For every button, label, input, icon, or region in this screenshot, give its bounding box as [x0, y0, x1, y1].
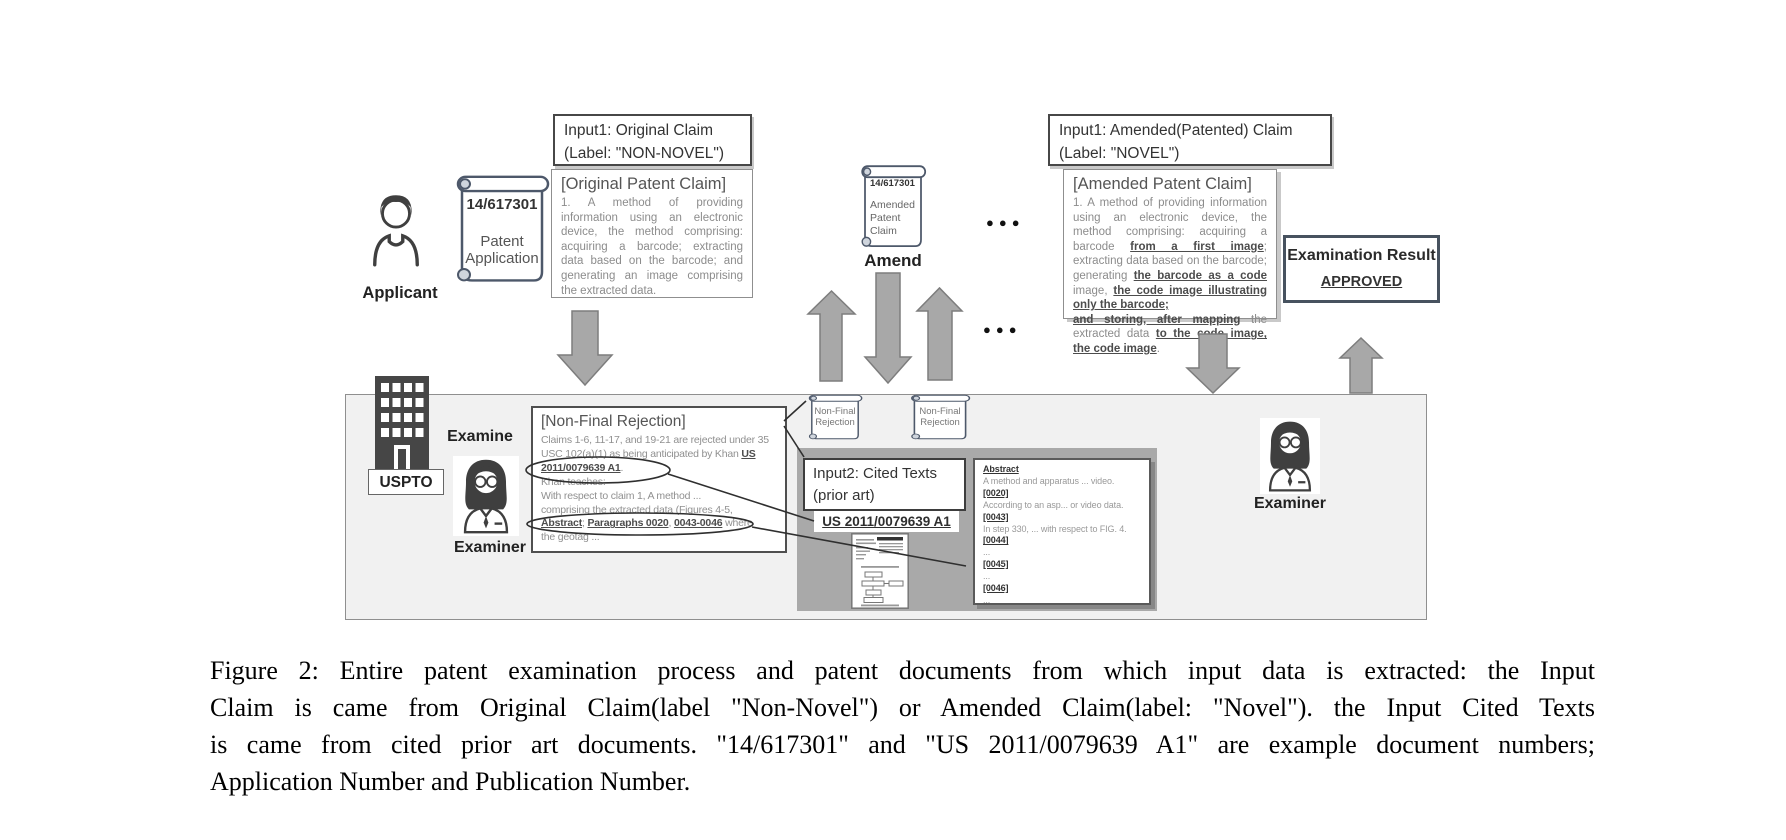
down-arrow-original-to-uspto: [558, 311, 612, 385]
rejection-scroll-icon-1: Non-Final Rejection: [806, 394, 864, 442]
rejection-scroll2-line2: Rejection: [908, 417, 972, 428]
input2-cited-texts-box: Input2: Cited Texts (prior art): [803, 458, 966, 511]
input2-title: Input2: Cited Texts: [813, 463, 956, 485]
applicant-icon: [367, 188, 425, 272]
rejection-scroll2-line1: Non-Final: [908, 406, 972, 417]
cited-document-number: US 2011/0079639 A1: [814, 511, 959, 532]
up-arrow-approved: [1340, 338, 1382, 393]
examiner-icon-left: [453, 456, 519, 536]
original-claim-body: 1. A method of providing information usi…: [561, 196, 743, 298]
input1-amended-title: Input1: Amended(Patented) Claim: [1059, 119, 1321, 142]
input1-amended-label: (Label: "NOVEL"): [1059, 142, 1321, 165]
amend-label: Amend: [858, 251, 928, 271]
patent-application-scroll-icon: 14/617301 Patent Application: [452, 174, 552, 288]
amended-claim-body: 1. A method of providing information usi…: [1073, 196, 1267, 357]
cited-texts-panel: AbstractA method and apparatus ... video…: [973, 458, 1151, 605]
patent-application-line2: Application: [452, 250, 552, 267]
rejection-scroll1-line1: Non-Final: [806, 406, 864, 417]
amended-claim-box: [Amended Patent Claim] 1. A method of pr…: [1063, 169, 1277, 319]
non-final-rejection-box: [Non-Final Rejection] Claims 1-6, 11-17,…: [531, 406, 787, 553]
caption-line-3: is came from cited prior art documents. …: [210, 726, 1595, 763]
ellipsis-dots-bottom: ●●●: [983, 322, 1022, 337]
applicant-label: Applicant: [345, 284, 455, 303]
amend-scroll-line3: Claim: [870, 225, 928, 238]
prior-art-document-thumbnail: [851, 533, 909, 609]
examiner-icon-right: [1260, 418, 1320, 494]
input1-amended-box: Input1: Amended(Patented) Claim (Label: …: [1048, 114, 1332, 166]
input1-original-box: Input1: Original Claim (Label: "NON-NOVE…: [553, 114, 752, 166]
amended-claim-scroll-icon: 14/617301 Amended Patent Claim: [858, 164, 928, 252]
amended-claim-heading: [Amended Patent Claim]: [1073, 175, 1267, 194]
non-final-rejection-heading: [Non-Final Rejection]: [541, 413, 777, 431]
caption-line-1: Figure 2: Entire patent examination proc…: [210, 652, 1595, 689]
input1-original-title: Input1: Original Claim: [564, 119, 741, 142]
original-claim-heading: [Original Patent Claim]: [561, 175, 743, 194]
original-claim-box: [Original Patent Claim] 1. A method of p…: [551, 169, 753, 298]
uspto-building-icon: [369, 371, 435, 469]
examiner-label-right: Examiner: [1245, 495, 1335, 513]
rejection-scroll-icon-2: Non-Final Rejection: [908, 394, 972, 442]
input1-original-label: (Label: "NON-NOVEL"): [564, 142, 741, 165]
non-final-rejection-body: Claims 1-6, 11-17, and 19-21 are rejecte…: [541, 434, 777, 545]
up-arrow-rejection-2: [917, 288, 962, 380]
rejection-scroll1-line2: Rejection: [806, 417, 864, 428]
ellipsis-dots-top: ●●●: [986, 215, 1025, 230]
examination-result-status: APPROVED: [1286, 274, 1437, 290]
figure-caption: Figure 2: Entire patent examination proc…: [210, 652, 1595, 800]
cited-texts-lines: AbstractA method and apparatus ... video…: [983, 464, 1141, 607]
amend-scroll-line2: Patent: [870, 212, 928, 225]
caption-line-4: Application Number and Publication Numbe…: [210, 763, 1595, 800]
examiner-label-left: Examiner: [445, 539, 535, 557]
examine-label: Examine: [440, 428, 520, 446]
amend-scroll-line1: Amended: [870, 199, 928, 212]
uspto-label: USPTO: [368, 469, 444, 495]
application-number: 14/617301: [452, 196, 552, 213]
examination-result-box: Examination Result APPROVED: [1283, 235, 1440, 303]
patent-application-line1: Patent: [452, 233, 552, 250]
input2-subtitle: (prior art): [813, 485, 956, 507]
examination-result-title: Examination Result: [1286, 247, 1437, 265]
caption-line-2: Claim is came from Original Claim(label …: [210, 689, 1595, 726]
down-arrow-amend: [865, 273, 911, 383]
up-arrow-rejection-1: [808, 291, 855, 381]
amend-scroll-number: 14/617301: [870, 178, 928, 189]
